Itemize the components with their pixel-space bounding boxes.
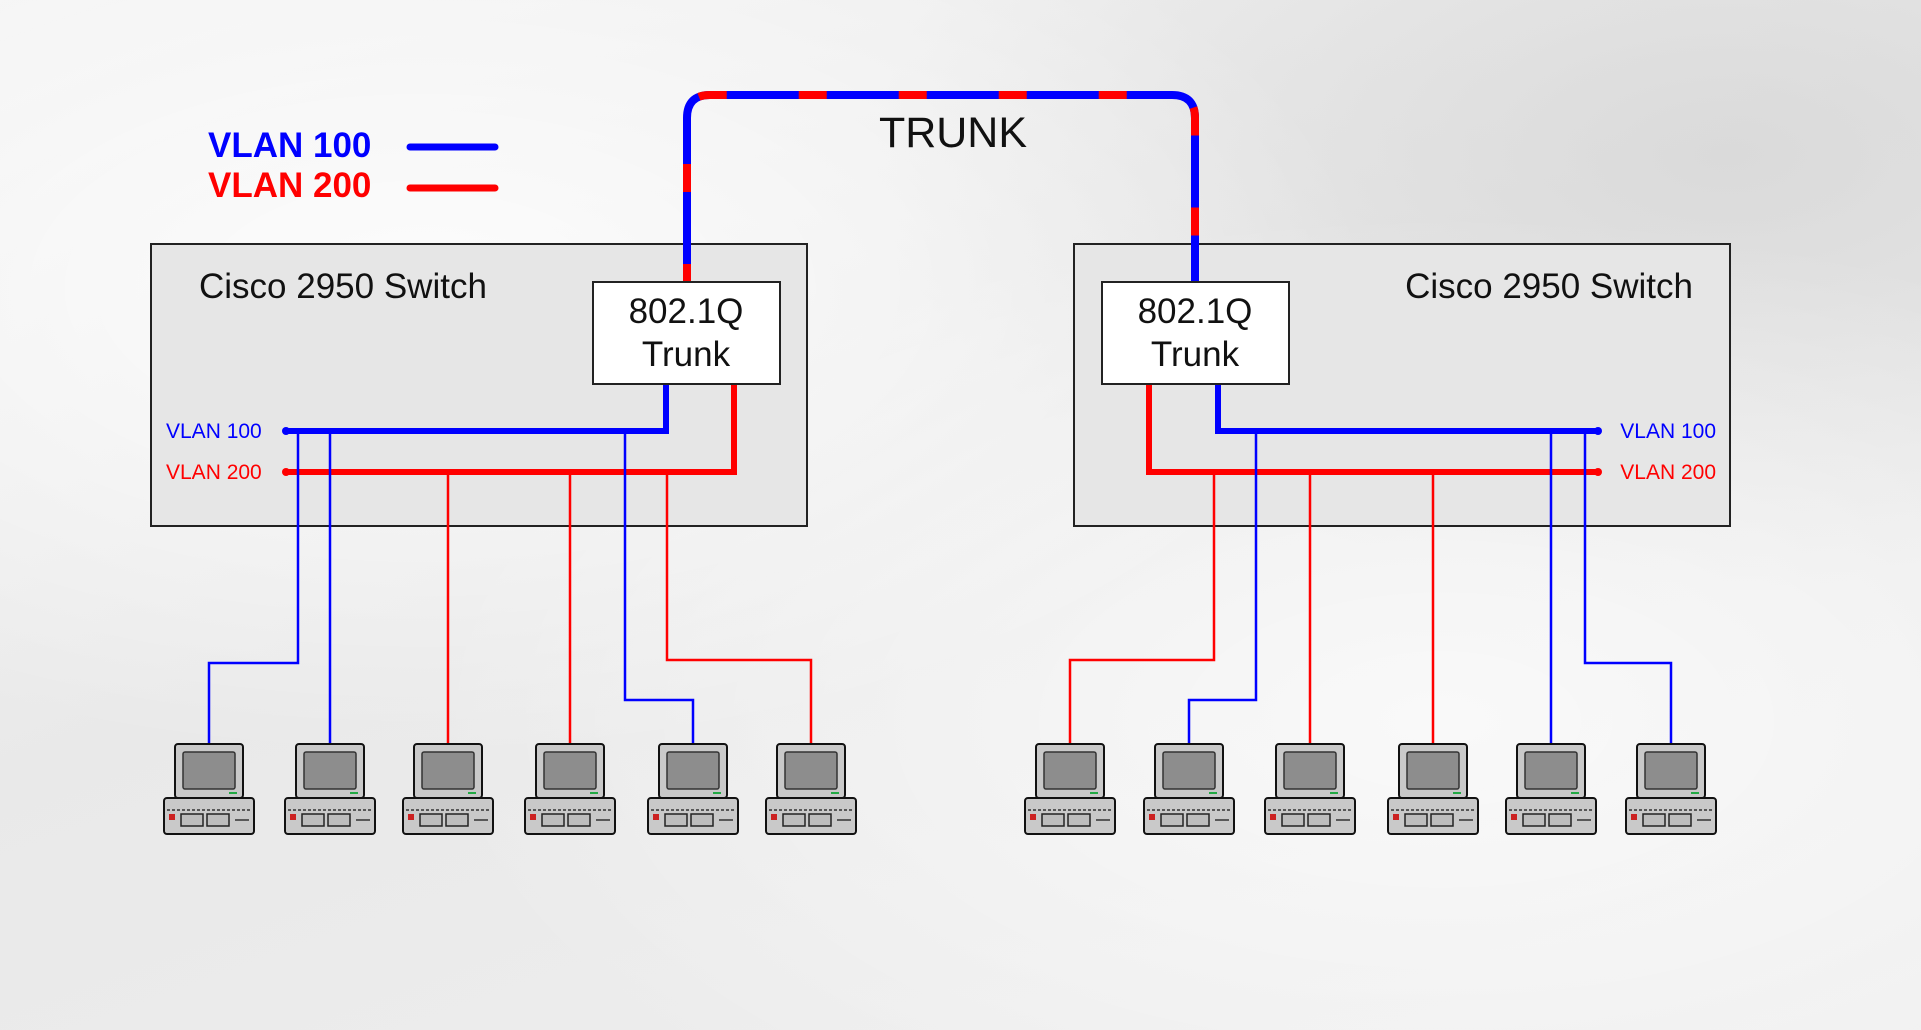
left-host-3-computer-icon[interactable]: desktop-computer-icon xyxy=(403,744,493,834)
left-vlan200-port-label: VLAN 200 xyxy=(166,461,262,484)
trunk-label: TRUNK xyxy=(879,109,1027,157)
right-host-5-computer-icon[interactable]: desktop-computer-icon xyxy=(1506,744,1596,834)
legend-vlan200-label: VLAN 200 xyxy=(208,166,371,205)
left-host-5-computer-icon[interactable]: desktop-computer-icon xyxy=(648,744,738,834)
left-trunk-box-line1: 802.1Q xyxy=(629,292,744,331)
left-host-2-computer-icon[interactable]: desktop-computer-icon xyxy=(285,744,375,834)
right-vlan200-port-label: VLAN 200 xyxy=(1620,461,1716,484)
right-vlan100-port-label: VLAN 100 xyxy=(1620,420,1716,443)
left-trunk-box-line2: Trunk xyxy=(642,335,731,374)
left-host-1-computer-icon[interactable]: desktop-computer-icon xyxy=(164,744,254,834)
left-switch-title: Cisco 2950 Switch xyxy=(199,267,487,306)
left-host-6-computer-icon[interactable]: desktop-computer-icon xyxy=(766,744,856,834)
right-host-1-computer-icon[interactable]: desktop-computer-icon xyxy=(1025,744,1115,834)
right-host-4-computer-icon[interactable]: desktop-computer-icon xyxy=(1388,744,1478,834)
right-switch-title: Cisco 2950 Switch xyxy=(1405,267,1693,306)
right-trunk-box-line2: Trunk xyxy=(1151,335,1240,374)
right-host-3-computer-icon[interactable]: desktop-computer-icon xyxy=(1265,744,1355,834)
right-host-6-computer-icon[interactable]: desktop-computer-icon xyxy=(1626,744,1716,834)
right-trunk-box-line1: 802.1Q xyxy=(1138,292,1253,331)
legend-vlan100-label: VLAN 100 xyxy=(208,126,371,165)
legend: VLAN 100 VLAN 200 xyxy=(208,126,495,205)
host-computers: desktop-computer-icon desktop-computer-ic… xyxy=(164,744,1716,834)
left-host-4-computer-icon[interactable]: desktop-computer-icon xyxy=(525,744,615,834)
left-vlan100-port-label: VLAN 100 xyxy=(166,420,262,443)
right-host-2-computer-icon[interactable]: desktop-computer-icon xyxy=(1144,744,1234,834)
